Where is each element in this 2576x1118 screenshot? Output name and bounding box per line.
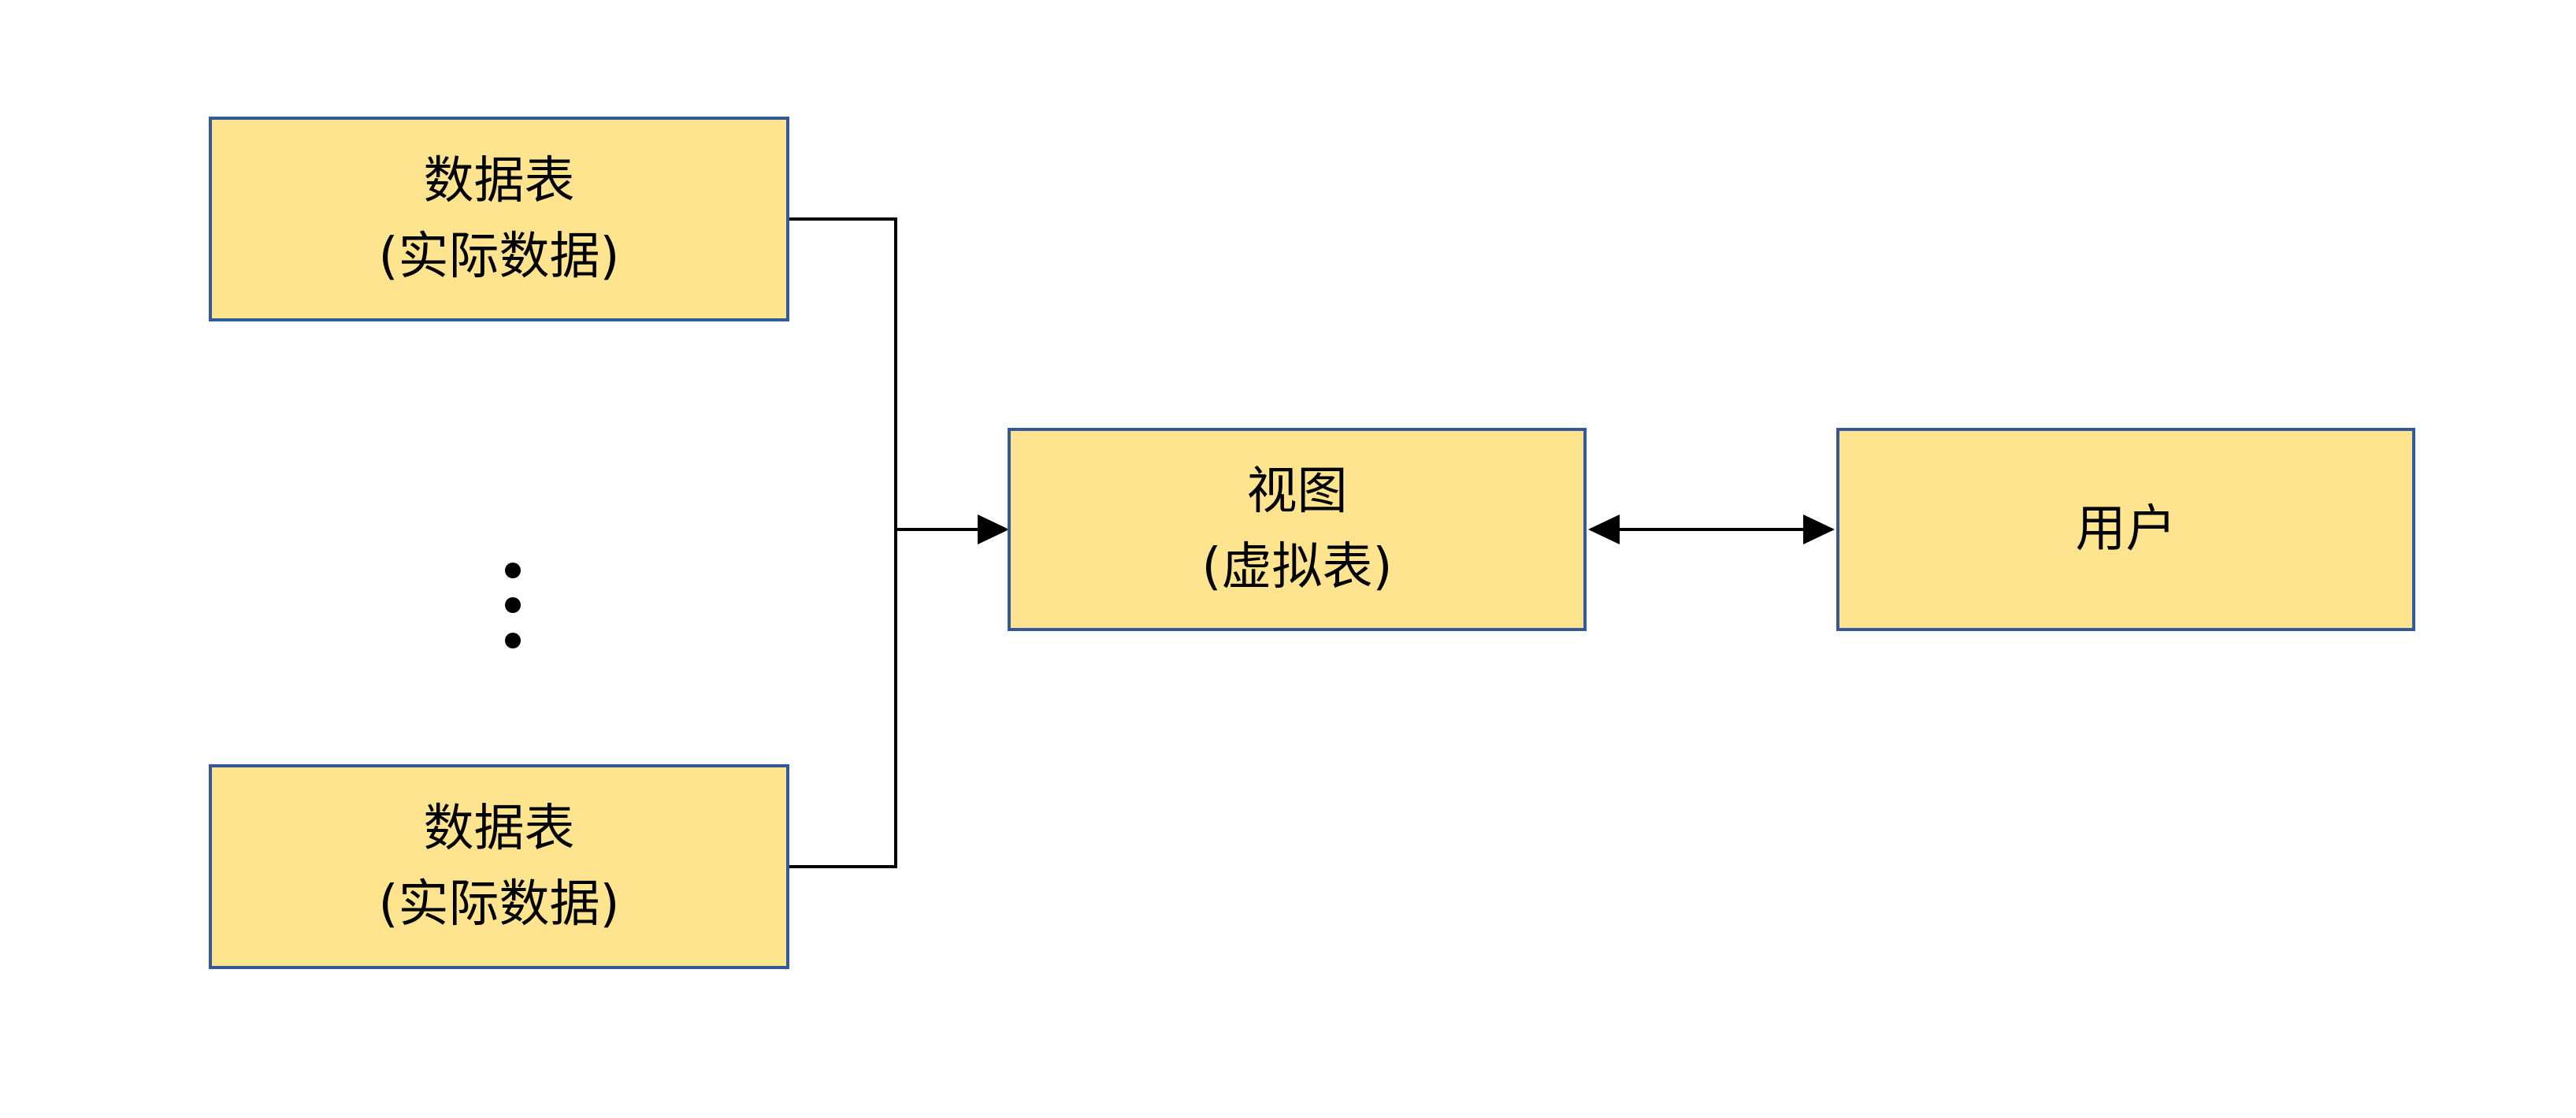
node-view-title: 视图 (1246, 462, 1348, 521)
node-data-table-bottom-subtitle: (实际数据) (378, 875, 620, 934)
node-user: 用户 (1836, 428, 2415, 631)
arrowhead-into-user (1803, 514, 1835, 544)
merge-connector-line (789, 217, 897, 868)
node-data-table-top: 数据表 (实际数据) (209, 117, 789, 321)
arrowhead-into-view (978, 514, 1009, 544)
ellipsis-dots-icon (505, 563, 521, 648)
node-data-table-top-subtitle: (实际数据) (378, 228, 620, 286)
node-data-table-bottom-title: 数据表 (423, 800, 575, 858)
arrowhead-into-view-right (1588, 514, 1620, 544)
node-view-subtitle: (虚拟表) (1201, 538, 1393, 596)
node-view: 视图 (虚拟表) (1008, 428, 1587, 631)
node-data-table-bottom: 数据表 (实际数据) (209, 764, 789, 969)
node-user-title: 用户 (2075, 500, 2177, 559)
node-data-table-top-title: 数据表 (423, 152, 575, 210)
